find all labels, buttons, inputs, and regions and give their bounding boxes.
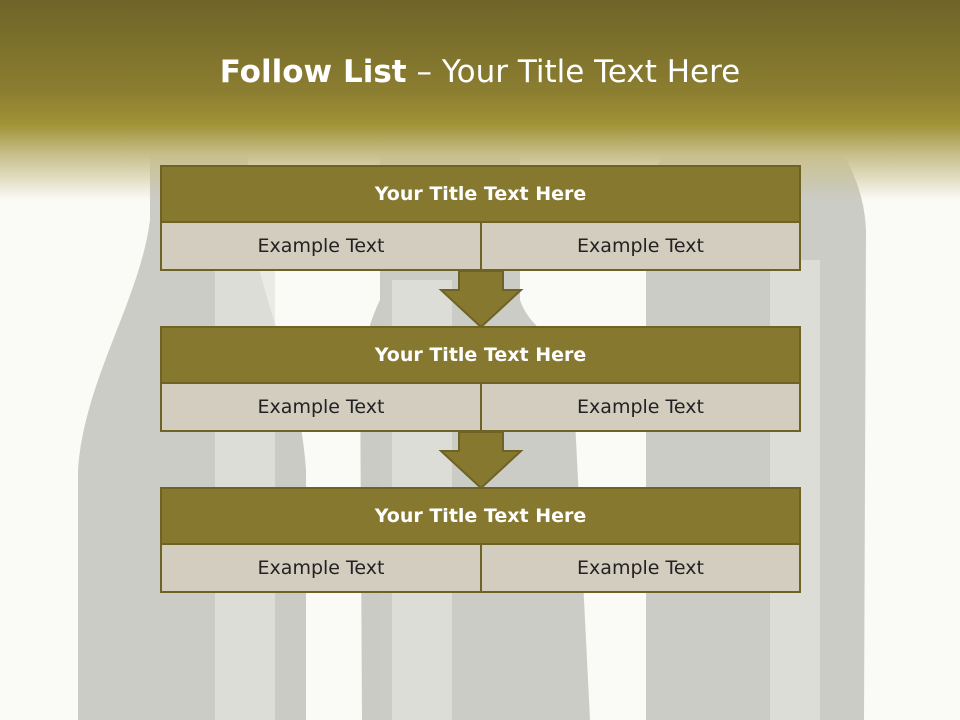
- flow-step-2: Your Title Text Here Example Text Exampl…: [160, 326, 801, 432]
- step-cell-left: Example Text: [162, 223, 482, 269]
- slide-title-rest: – Your Title Text Here: [416, 54, 741, 90]
- step-cell-left: Example Text: [162, 384, 482, 430]
- step-cell-right: Example Text: [577, 396, 704, 418]
- flow-step-1: Your Title Text Here Example Text Exampl…: [160, 165, 801, 271]
- slide-title-bold: Follow List: [219, 54, 407, 90]
- step-title: Your Title Text Here: [162, 167, 799, 223]
- step-title: Your Title Text Here: [162, 489, 799, 545]
- step-cell-right: Example Text: [577, 557, 704, 579]
- down-arrow-icon: [438, 431, 524, 490]
- down-arrow-icon: [438, 270, 524, 329]
- slide-title: Follow List – Your Title Text Here: [0, 54, 960, 90]
- step-cell-left: Example Text: [162, 545, 482, 591]
- step-cell-right: Example Text: [577, 235, 704, 257]
- step-title: Your Title Text Here: [162, 328, 799, 384]
- flow-step-3: Your Title Text Here Example Text Exampl…: [160, 487, 801, 593]
